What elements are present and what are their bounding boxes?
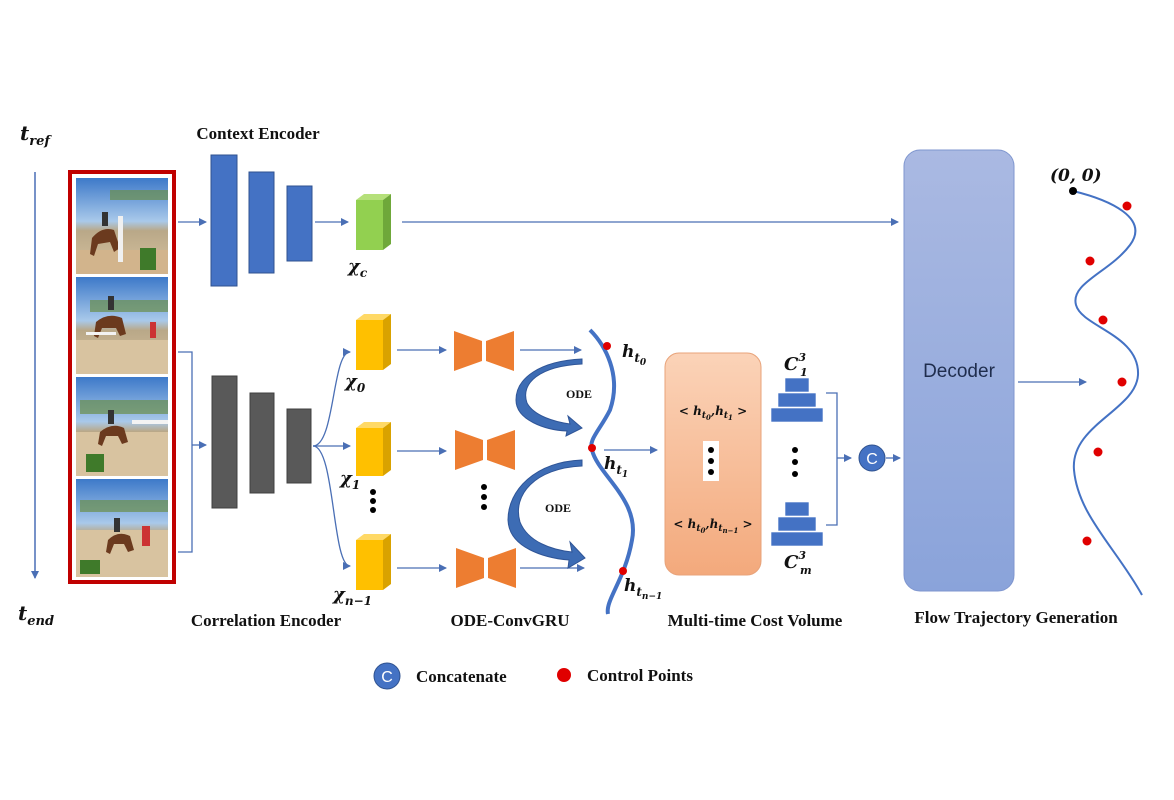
correlation-layer-1 [211, 375, 238, 509]
decoder-block: Decoder [903, 149, 1015, 592]
t-end-label: tend [18, 601, 54, 629]
cost-pair-top: < ht0,ht1 > [679, 404, 747, 422]
flow-trajectory-curve [1072, 190, 1143, 596]
decoder-label: Decoder [923, 361, 995, 382]
gru-to-curve-arrows [520, 346, 585, 572]
chi-to-gru-arrows [397, 346, 447, 572]
ode-arrow-2: ODE [507, 459, 586, 569]
correlation-encoder-label: Correlation Encoder [191, 611, 342, 630]
control-points [1082, 201, 1132, 546]
gru-unit-1-right [487, 430, 515, 470]
cost-pair-bottom: < ht0,htn−1 > [673, 517, 752, 535]
legend-control-points: Control Points [557, 666, 693, 685]
chi-1-feature [356, 422, 391, 476]
correlation-fanout-arrows [312, 348, 351, 570]
legend-concat-label: Concatenate [416, 667, 507, 686]
legend-concatenate: C Concatenate [373, 662, 507, 690]
gru-unit-1-left [455, 430, 483, 470]
h-t1-label: ht1 [604, 454, 628, 480]
gru-unit-n-right [488, 548, 516, 588]
correlation-bracket [178, 351, 193, 553]
correlation-encoder [211, 375, 312, 509]
gru-ellipsis [481, 484, 487, 510]
chi-ellipsis [370, 489, 376, 513]
context-layer-3 [286, 185, 313, 262]
context-encoder [210, 154, 313, 287]
chi-n1-label: χn−1 [331, 584, 372, 608]
gru-unit-n-left [456, 548, 484, 588]
context-encoder-label: Context Encoder [196, 124, 320, 143]
cost-volume-label: Multi-time Cost Volume [668, 611, 843, 630]
context-layer-2 [248, 171, 275, 274]
gru-unit-0-right [486, 331, 514, 371]
frame-border [68, 170, 176, 584]
h-tn1-label: htn−1 [624, 576, 662, 602]
legend-control-label: Control Points [587, 666, 693, 685]
pyramid-bottom [770, 501, 824, 547]
ode-label-2: ODE [545, 501, 571, 515]
origin-label: (0, 0) [1050, 166, 1102, 186]
context-layer-1 [210, 154, 238, 287]
chi-c-label: χc [346, 256, 368, 280]
ode-convgru-label: ODE-ConvGRU [450, 611, 569, 630]
chi-c-feature [356, 194, 391, 250]
hidden-state-points [588, 342, 627, 575]
pyramid-ellipsis [792, 447, 798, 477]
legend: C Concatenate Control Points [373, 662, 693, 690]
chi-1-label: χ1 [338, 468, 360, 492]
ode-arrow-1: ODE [515, 358, 592, 437]
input-frame-stack [68, 170, 176, 584]
input-frame-4 [76, 479, 168, 577]
time-axis: tref tend [18, 121, 54, 629]
chi-0-feature [356, 314, 391, 370]
gru-unit-0-left [454, 331, 482, 371]
input-frame-3 [76, 377, 168, 476]
t-ref-label: tref [20, 121, 52, 149]
concat-node: C [858, 444, 886, 472]
pyramid-top [770, 377, 824, 423]
correlation-layer-3 [286, 408, 312, 484]
input-frame-2 [76, 277, 168, 374]
input-frame-1 [76, 178, 168, 274]
chi-n1-feature [356, 534, 391, 590]
flow-trajectory-label: Flow Trajectory Generation [914, 608, 1118, 627]
cost-volume-box: < ht0,ht1 > < ht0,htn−1 > [664, 352, 762, 576]
legend-concat-icon: C [381, 669, 393, 686]
correlation-layer-2 [249, 392, 275, 494]
origin-point [1069, 187, 1077, 195]
h-t0-label: ht0 [622, 342, 647, 368]
svg-text:C: C [866, 451, 878, 468]
pyramid-bracket [826, 392, 838, 526]
ode-label-1: ODE [566, 387, 592, 401]
ode-convgru-units [454, 331, 516, 588]
chi-0-label: χ0 [343, 371, 366, 395]
